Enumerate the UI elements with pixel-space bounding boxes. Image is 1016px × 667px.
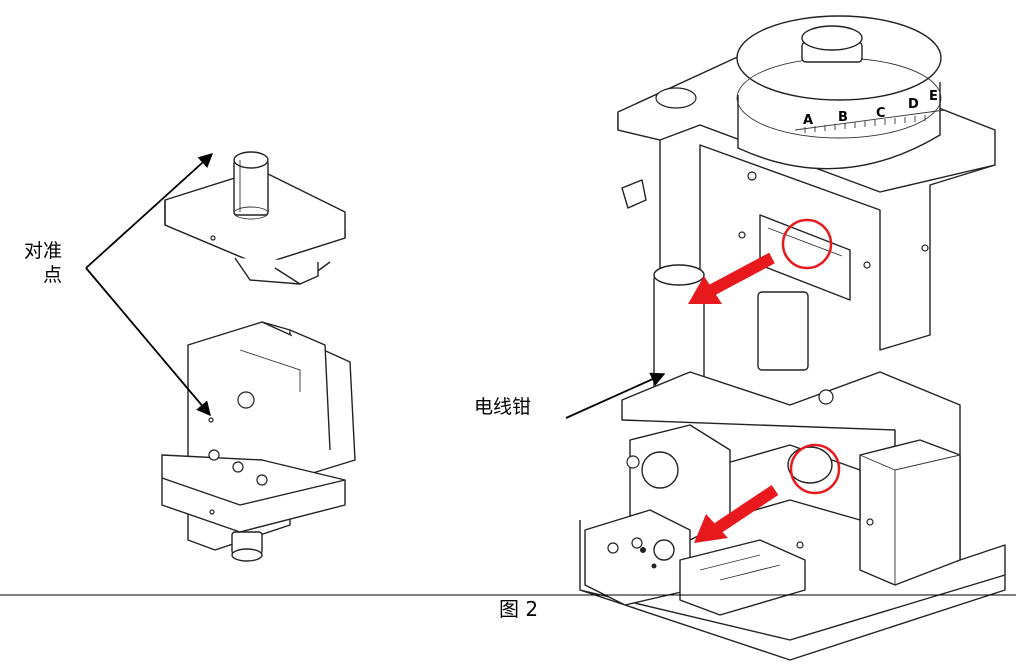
crimping-machine: A B C D E: [579, 15, 1006, 661]
wire-clamp-label: 电线钳: [474, 396, 532, 418]
figure-caption: 图 2: [499, 597, 539, 621]
lower-alignment-part: [161, 321, 356, 562]
wire-clamp-pointer: [565, 372, 666, 419]
alignment-point-label: 对准 点: [10, 240, 62, 288]
alignment-point-label-line1: 对准: [23, 240, 62, 262]
upper-alignment-part: [164, 151, 346, 285]
red-direction-arrows: [688, 252, 779, 543]
highlight-circles: [781, 218, 841, 495]
dial-letter-b: B: [838, 110, 848, 125]
lower-highlight-circle: [789, 443, 841, 495]
alignment-point-label-line2: 点: [42, 263, 62, 286]
alignment-pointer-arrows: [85, 153, 214, 417]
upper-red-arrow: [688, 252, 775, 304]
lower-red-arrow: [694, 485, 779, 543]
dial-letter-a: A: [803, 113, 813, 128]
dial-letter-d: D: [908, 97, 919, 112]
dial-letter-e: E: [929, 89, 938, 104]
dial-letter-c: C: [876, 106, 886, 121]
upper-highlight-circle: [781, 218, 833, 270]
